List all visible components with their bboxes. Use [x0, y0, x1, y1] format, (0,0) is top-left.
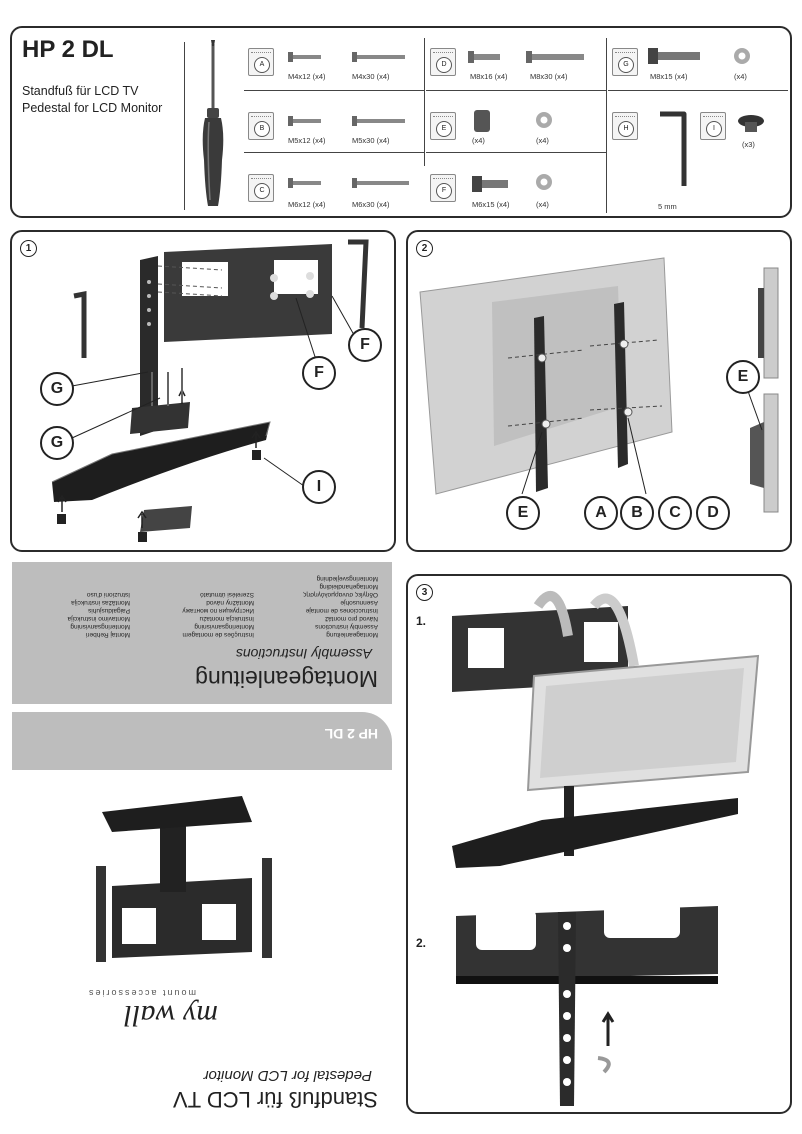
screw-short-icon	[288, 178, 321, 188]
part-label: M6x15 (x4)	[472, 200, 510, 209]
callout-b: B	[620, 496, 654, 530]
part-label: M4x30 (x4)	[352, 72, 390, 81]
screw-long-icon	[526, 51, 584, 63]
screw-long-icon	[352, 52, 405, 62]
screw-long-icon	[352, 178, 409, 188]
bag-g: G	[612, 48, 638, 76]
callout-c: C	[658, 496, 692, 530]
brand-logo: my wall	[123, 999, 218, 1032]
cover-page-rotated: Standfuß für LCD TV Pedestal for LCD Mon…	[12, 562, 392, 1122]
tv-mounting-illustration	[419, 257, 779, 513]
callout-i: I	[302, 470, 336, 504]
product-title: HP 2 DL	[22, 36, 114, 63]
screw-long-icon	[352, 116, 405, 126]
step-1-panel: 1	[10, 230, 396, 552]
part-label: M8x15 (x4)	[650, 72, 688, 81]
cover-band-title: HP 2 DL	[324, 726, 378, 742]
screwdriver-icon	[202, 40, 224, 206]
step-3-panel: 3 1. 2.	[406, 574, 792, 1114]
part-label: M4x12 (x4)	[288, 72, 326, 81]
part-label: M8x16 (x4)	[470, 72, 508, 81]
screw-short-icon	[288, 52, 321, 62]
callout-f: F	[302, 356, 336, 390]
callout-a: A	[584, 496, 618, 530]
foot-cap-icon	[738, 115, 764, 132]
part-label: (x4)	[472, 136, 485, 145]
bag-h: H	[612, 112, 638, 140]
part-label: (x4)	[734, 72, 747, 81]
screw-short-icon	[288, 116, 321, 126]
bag-f: F	[430, 174, 456, 202]
bag-a: A	[248, 48, 274, 76]
callout-g: G	[40, 426, 74, 460]
bag-i: I	[700, 112, 726, 140]
part-label: 5 mm	[658, 202, 677, 211]
substep-1-label: 1.	[416, 614, 427, 628]
bag-b: B	[248, 112, 274, 140]
bolt-icon	[648, 48, 700, 64]
washer-icon	[734, 48, 750, 64]
spacer-icon	[474, 110, 490, 132]
pedestal-assembly-illustration	[51, 239, 369, 542]
parts-panel: HP 2 DL Standfuß für LCD TV Pedestal for…	[10, 26, 792, 218]
callout-d: D	[696, 496, 730, 530]
bag-c: C	[248, 174, 274, 202]
washer-icon	[536, 112, 552, 128]
subtitle-de: Standfuß für LCD TV	[22, 84, 139, 98]
cover-bottom-title: Standfuß für LCD TV	[172, 1087, 378, 1112]
part-label: (x4)	[536, 200, 549, 209]
step-2-panel: 2 E E A B C D	[406, 230, 792, 552]
cover-bottom-subtitle: Pedestal for LCD Monitor	[203, 1067, 372, 1084]
cover-sub-title: Assembly Instructions	[235, 646, 372, 662]
callout-f: F	[348, 328, 382, 362]
callout-g: G	[40, 372, 74, 406]
part-label: (x4)	[536, 136, 549, 145]
cover-main-title: Montageanleitung	[195, 666, 378, 692]
callout-e: E	[506, 496, 540, 530]
step-number: 3	[416, 584, 433, 601]
part-label: M6x12 (x4)	[288, 200, 326, 209]
subtitle-en: Pedestal for LCD Monitor	[22, 101, 163, 115]
brand-tagline: mount accessories	[86, 988, 196, 998]
allen-key-icon	[660, 111, 687, 186]
step-number: 1	[20, 240, 37, 257]
part-label: M6x30 (x4)	[352, 200, 390, 209]
screw-short-icon	[468, 51, 500, 63]
washer-icon	[536, 174, 552, 190]
callout-e: E	[726, 360, 760, 394]
part-label: M8x30 (x4)	[530, 72, 568, 81]
tv-hanging-illustration	[452, 591, 760, 1106]
step-number: 2	[416, 240, 433, 257]
substep-2-label: 2.	[416, 936, 427, 950]
part-label: (x3)	[742, 140, 755, 149]
product-cover-illustration	[96, 796, 272, 962]
part-label: M5x30 (x4)	[352, 136, 390, 145]
bag-e: E	[430, 112, 456, 140]
bag-d: D	[430, 48, 456, 76]
bolt-icon	[472, 176, 508, 192]
part-label: M5x12 (x4)	[288, 136, 326, 145]
